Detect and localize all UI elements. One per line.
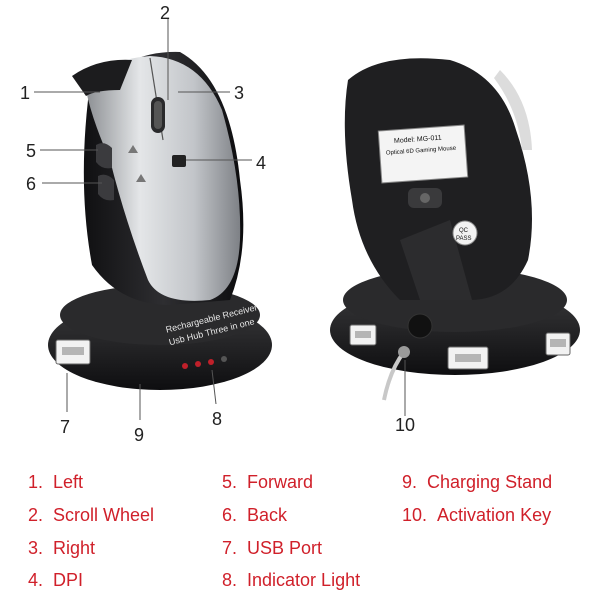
legend-item-3: 3. Right	[28, 538, 95, 558]
svg-text:PASS: PASS	[456, 236, 472, 242]
legend-item-9: 9. Charging Stand	[402, 472, 552, 492]
legend-label: USB Port	[247, 538, 323, 558]
legend-num: 7.	[222, 538, 238, 558]
legend-item-8: 8. Indicator Light	[222, 570, 360, 590]
model-sticker	[377, 124, 469, 184]
activation-key	[407, 313, 433, 339]
legend-num: 8.	[222, 570, 238, 590]
callout-9: 9	[134, 425, 145, 445]
legend-label: Scroll Wheel	[53, 505, 155, 525]
svg-text:Optical 6D Gaming Mouse: Optical 6D Gaming Mouse	[386, 146, 457, 157]
legend-item-1: 1. Left	[28, 472, 83, 492]
legend-label: Charging Stand	[427, 472, 553, 492]
legend-label: Right	[53, 538, 96, 558]
callout-8: 8	[212, 409, 223, 429]
callout-1: 1	[20, 83, 31, 103]
indicator-light-2	[195, 361, 201, 367]
legend-label: Activation Key	[437, 505, 552, 525]
legend-label: Back	[247, 505, 288, 525]
forward-button	[96, 143, 112, 169]
dpi-button	[172, 155, 186, 167]
legend-item-5: 5. Forward	[222, 472, 313, 492]
callout-7: 7	[60, 417, 71, 437]
callout-2: 2	[160, 3, 171, 23]
svg-text:QC: QC	[459, 228, 469, 234]
legend-label: Left	[53, 472, 84, 492]
legend-label: Indicator Light	[247, 570, 361, 590]
mouse-silver-shell	[86, 56, 241, 301]
legend-num: 10.	[402, 505, 428, 525]
callout-6: 6	[26, 174, 37, 194]
legend-label: DPI	[53, 570, 84, 590]
legend-num: 2.	[28, 505, 44, 525]
legend-item-7: 7. USB Port	[222, 538, 322, 558]
legend-item-6: 6. Back	[222, 505, 287, 525]
legend-item-4: 4. DPI	[28, 570, 83, 590]
legend-num: 6.	[222, 505, 238, 525]
legend-num: 3.	[28, 538, 44, 558]
indicator-light-3	[208, 359, 214, 365]
legend-num: 4.	[28, 570, 44, 590]
back-button	[98, 174, 114, 201]
callout-4: 4	[256, 153, 267, 173]
legend-num: 9.	[402, 472, 418, 492]
product-photo: Rechargeable Receiver Usb Hub Three in o…	[34, 18, 580, 420]
svg-text:Model: MG-011: Model: MG-011	[394, 135, 442, 145]
callout-3: 3	[234, 83, 245, 103]
legend-item-10: 10. Activation Key	[402, 505, 551, 525]
left-mouse-view: Rechargeable Receiver Usb Hub Three in o…	[48, 51, 272, 390]
legend-item-2: 2. Scroll Wheel	[28, 505, 154, 525]
qc-sticker	[452, 220, 478, 246]
legend-label: Forward	[247, 472, 314, 492]
right-mouse-view: Model: MG-011 Optical 6D Gaming Mouse QC…	[330, 58, 580, 401]
legend-num: 1.	[28, 472, 44, 492]
callout-10: 10	[395, 415, 416, 435]
legend-num: 5.	[222, 472, 238, 492]
callout-5: 5	[26, 141, 37, 161]
indicator-light-1	[182, 363, 188, 369]
callout-lines-left	[34, 18, 252, 420]
